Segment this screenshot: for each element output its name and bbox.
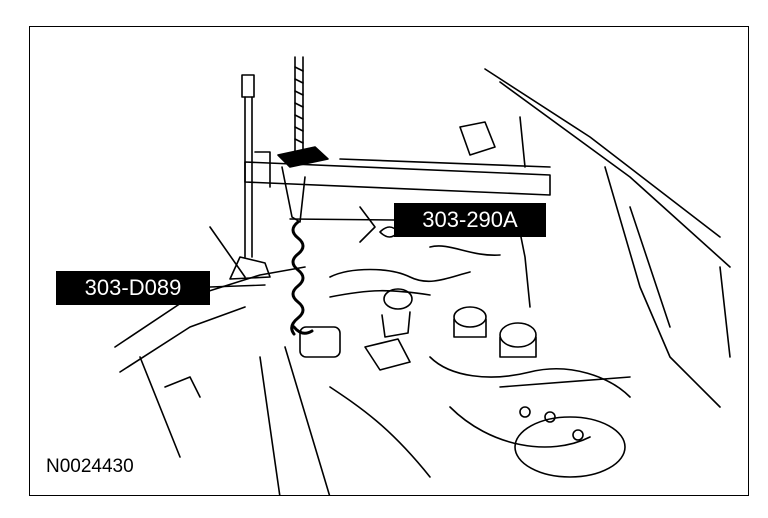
left-fender — [114, 226, 306, 458]
figure-id-label: N0024430 — [46, 456, 134, 477]
lift-chain — [290, 220, 314, 336]
figure-frame: 303-290A 303-D089 N0024430 — [29, 26, 749, 496]
callout-303-290a: 303-290A — [394, 203, 546, 237]
leader-lines — [209, 218, 395, 288]
support-leg — [229, 74, 271, 280]
threaded-rod — [277, 56, 329, 223]
engine-components — [259, 206, 631, 495]
engine-illustration — [114, 56, 731, 495]
hood-outline — [484, 68, 731, 408]
callout-303-d089: 303-D089 — [56, 271, 210, 305]
